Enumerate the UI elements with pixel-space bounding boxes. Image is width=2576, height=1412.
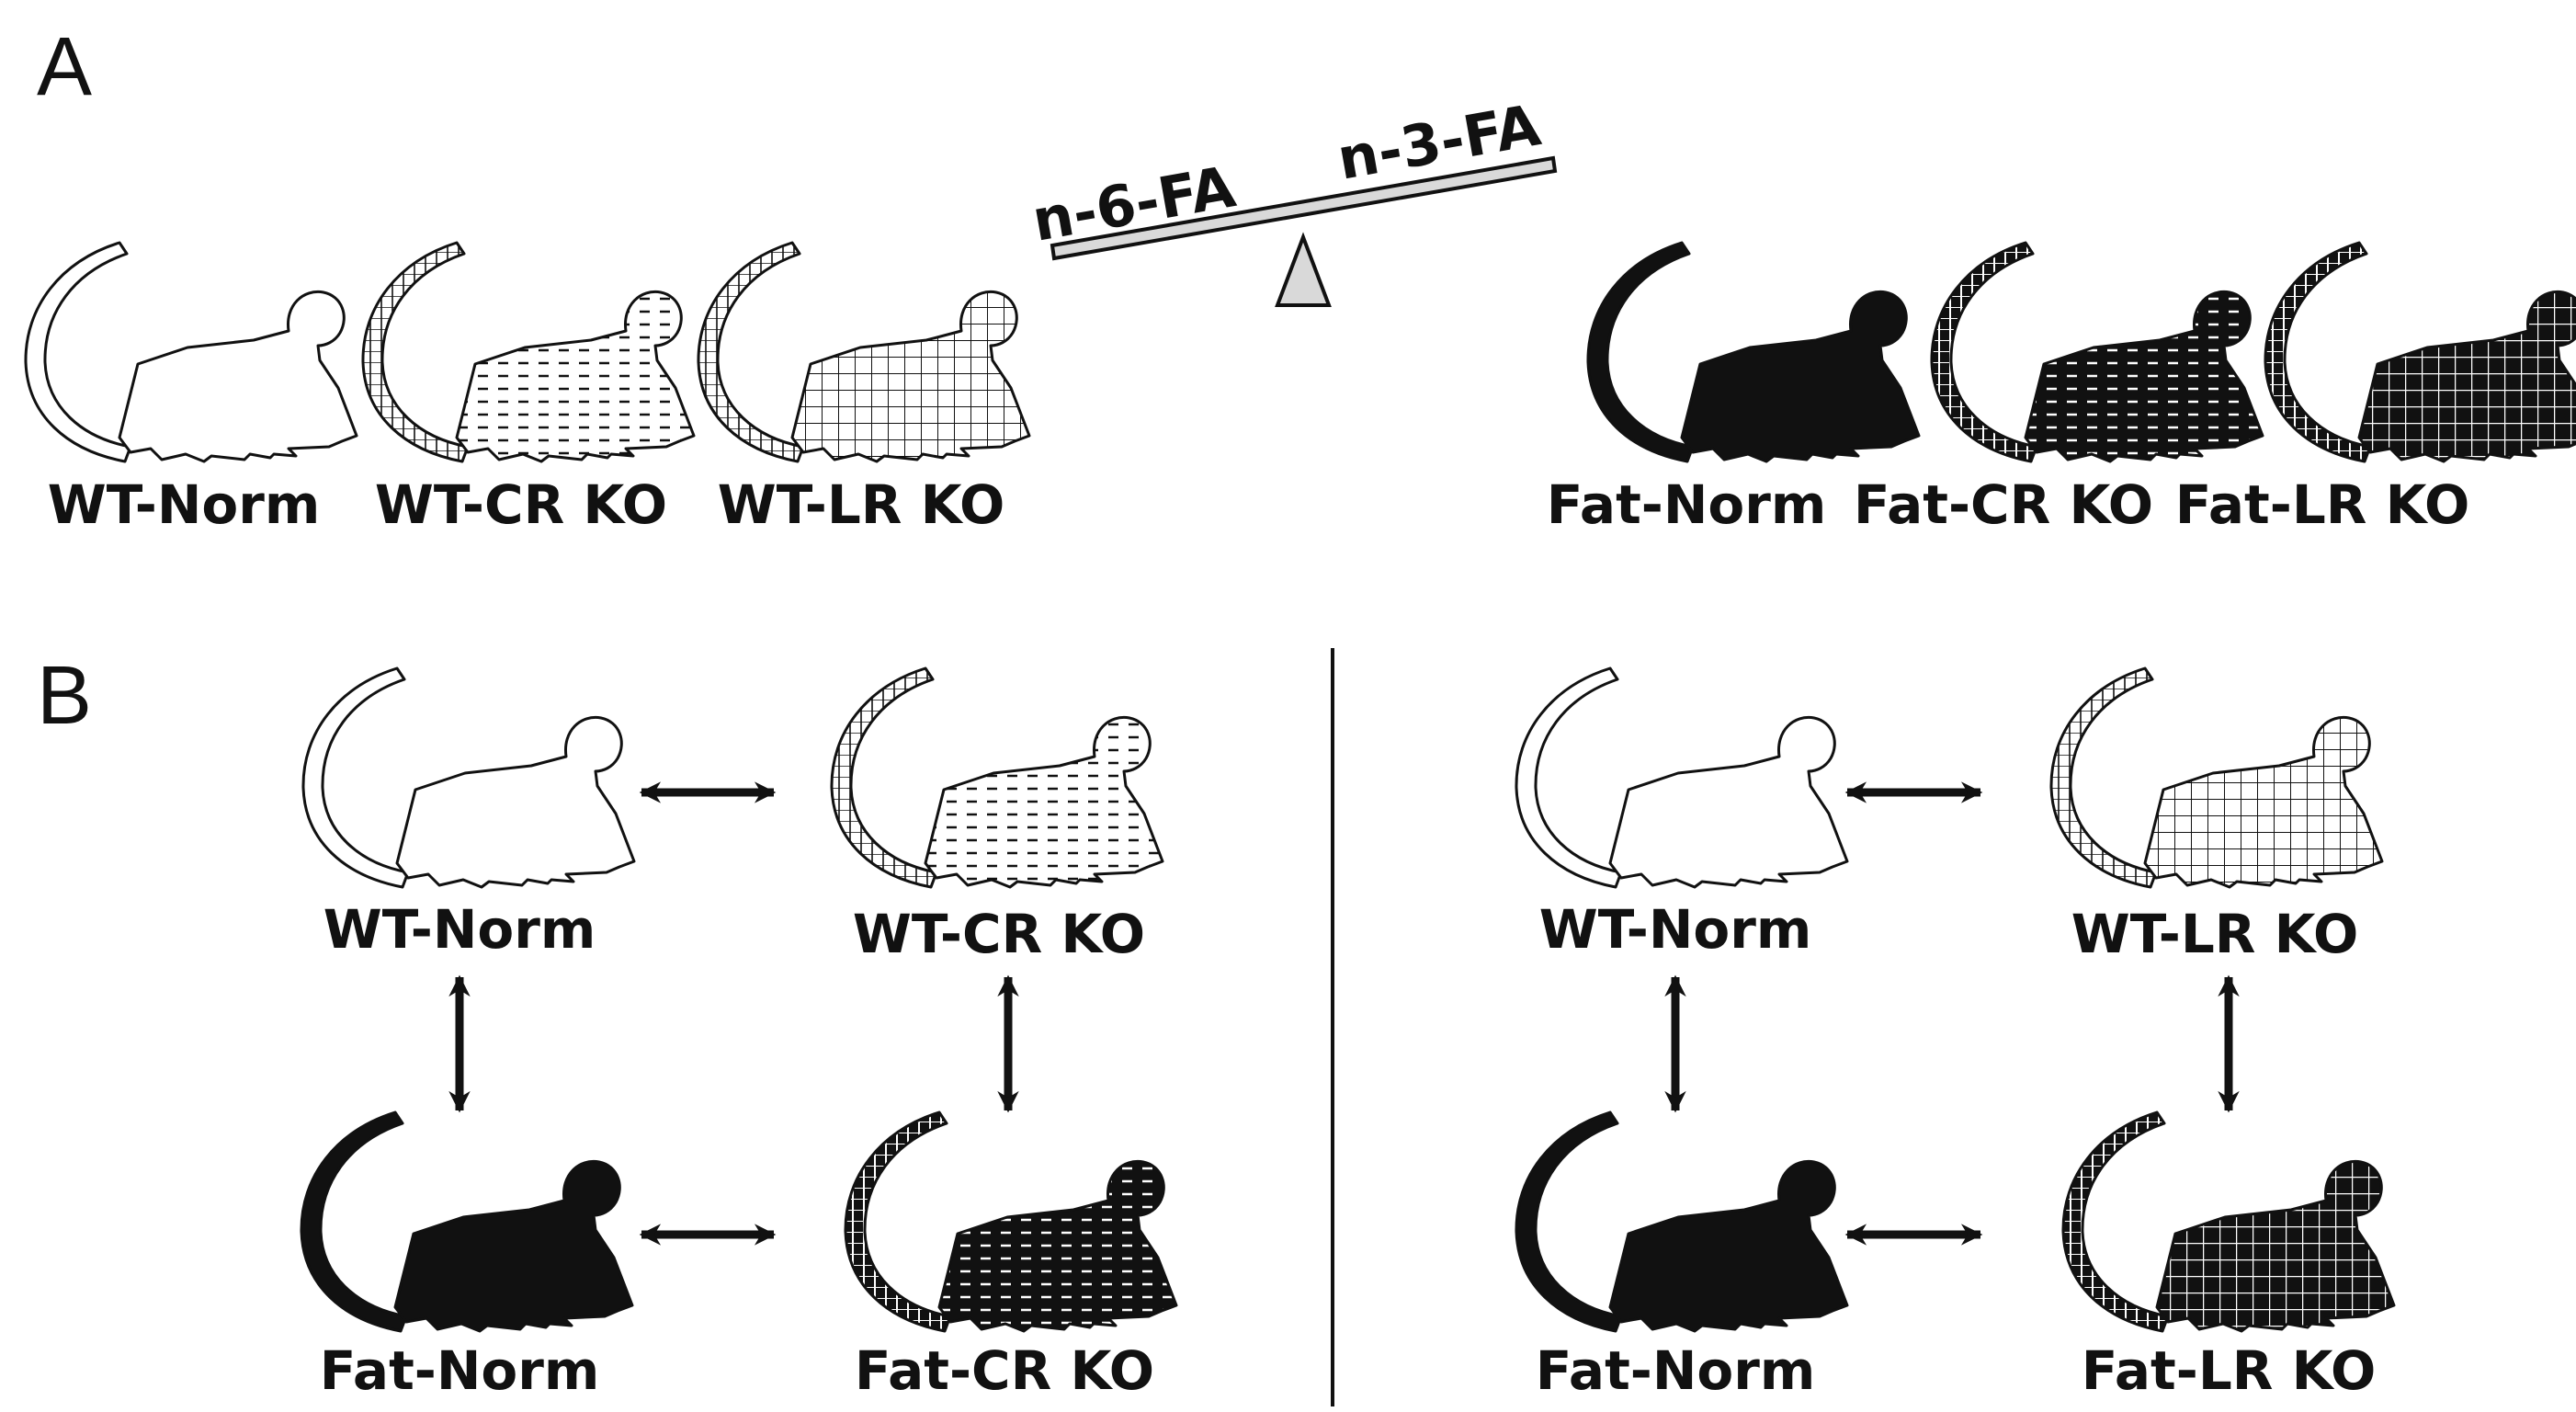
mouse-label: Fat-CR KO [854,1339,1155,1402]
mouse-body-icon [2143,715,2384,889]
mouse-label: Fat-Norm [1535,1339,1816,1402]
mouse-tail-icon [2264,241,2372,463]
mouse-icon [24,241,358,463]
comparison-arrows [448,781,2240,1246]
mouse-body-icon [2024,290,2264,463]
mouse-label: WT-LR KO [2071,903,2359,965]
mouse-label: WT-Norm [323,898,596,961]
mouse-body-icon [2155,1159,2396,1333]
mouse-tail-icon [361,241,470,463]
mouse-label: WT-Norm [47,473,321,536]
mouse-icon [301,666,636,889]
mouse-tail-icon [1515,666,1623,889]
mouse-label: WT-CR KO [852,903,1146,965]
seesaw-fulcrum [1275,232,1332,307]
mouse-label: Fat-CR KO [1853,473,2154,536]
mouse-label: Fat-LR KO [2081,1339,2377,1402]
mouse-tail-icon [2061,1110,2170,1333]
mouse-label: WT-LR KO [717,473,1005,536]
mouse-body-icon [1608,715,1849,889]
mouse-icon [1515,666,1849,889]
seesaw-beam [1050,155,1558,261]
mouse-tail-icon [301,666,410,889]
mouse-body-icon [937,1159,1178,1333]
mouse-body-icon [395,715,636,889]
mouse-body-icon [118,290,358,463]
mouse-label: WT-Norm [1538,898,1812,961]
mouse-tail-icon [830,666,938,889]
mouse-icon [844,1110,1178,1333]
mouse-tail-icon [24,241,132,463]
mouse-tail-icon [1930,241,2038,463]
seesaw-balance: n-6-FA n-3-FA [1027,91,1558,307]
mouse-icon [2049,666,2384,889]
mouse-icon [1586,241,1921,463]
mouse-body-icon [1680,290,1921,463]
mouse-label: Fat-LR KO [2174,473,2470,536]
mouse-icon [361,241,696,463]
mouse-body-icon [455,290,696,463]
mouse-body-icon [2357,290,2576,463]
mouse-label: Fat-Norm [319,1339,600,1402]
mouse-icon [1930,241,2264,463]
mouse-body-icon [1608,1159,1849,1333]
mouse-tail-icon [1586,241,1695,463]
mouse-tail-icon [1515,1110,1623,1333]
mouse-label: WT-CR KO [374,473,668,536]
mouse-icon [697,241,1031,463]
mouse-icon [1515,1110,1849,1333]
mouse-body-icon [924,715,1164,889]
mouse-icon [2061,1110,2396,1333]
panel-b-letter: B [37,650,93,742]
mouse-tail-icon [2049,666,2158,889]
mouse-label: Fat-Norm [1546,473,1827,536]
mice-layer [24,241,2576,1333]
mouse-icon [830,666,1164,889]
panel-a-letter: A [37,21,93,113]
mouse-icon [300,1110,634,1333]
mouse-tail-icon [844,1110,952,1333]
mouse-icon [2264,241,2576,463]
mouse-body-icon [393,1159,634,1333]
mouse-body-icon [790,290,1031,463]
mouse-tail-icon [300,1110,408,1333]
mouse-tail-icon [697,241,805,463]
